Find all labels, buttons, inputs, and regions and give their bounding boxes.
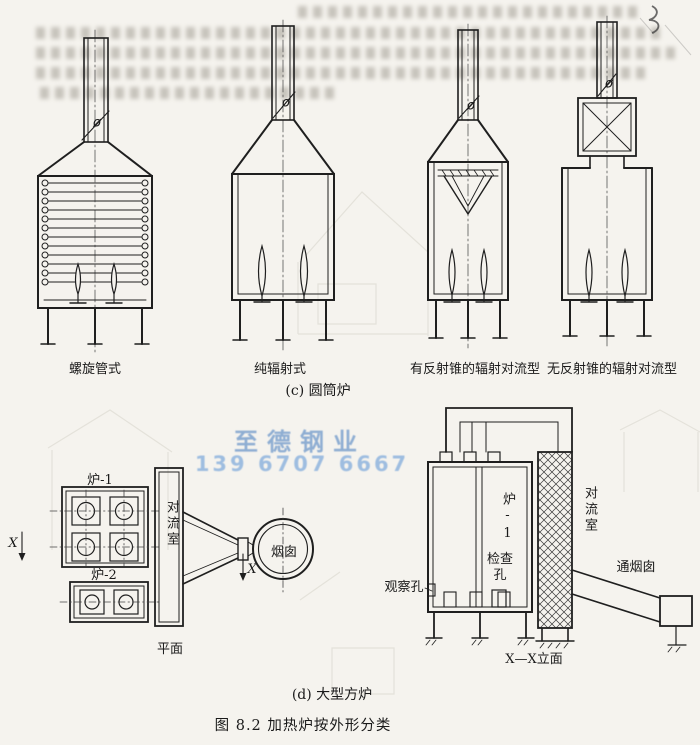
figure-caption: 图 8.2 加热炉按外形分类	[214, 718, 392, 734]
caption-large-box-furnace: (d) 大型方炉	[291, 687, 373, 703]
faded-print-line	[298, 6, 638, 18]
plan-furnace1-label: 炉-1	[87, 473, 113, 488]
watermark-brand: 至德钢业	[234, 428, 366, 456]
furnace-type-label: 螺旋管式	[68, 362, 122, 377]
faded-print-line	[40, 87, 340, 99]
pen-scribble	[639, 5, 692, 56]
elevation-to-chimney-label: 通烟囱	[616, 560, 656, 575]
elevation-view-label: X—X立面	[505, 652, 563, 667]
faded-print-line	[36, 67, 648, 79]
plan-convection-room-label: 对流室	[164, 500, 179, 548]
furnace-type-label: 无反射锥的辐射对流型	[546, 362, 678, 377]
elevation-inspection-hole-label: 检查孔	[486, 552, 513, 583]
furnace-no-cone-drawing	[561, 15, 653, 347]
elevation-convection-room-label: 对流室	[582, 486, 597, 534]
diameter-symbol: ø	[467, 98, 475, 114]
plan-section-marker-x: X	[247, 562, 257, 577]
diameter-symbol: ø	[282, 95, 290, 111]
elevation-furnace1-label: 炉-1	[500, 492, 515, 544]
furnace-type-label: 纯辐射式	[253, 362, 307, 377]
plan-furnace2-label: 炉-2	[91, 568, 117, 583]
faded-print-line	[36, 47, 676, 59]
diameter-symbol: ø	[93, 115, 101, 131]
furnace-spiral-drawing	[37, 29, 153, 353]
faded-print-line	[36, 27, 664, 39]
furnace-type-label: 有反射锥的辐射对流型	[409, 362, 541, 377]
furnace-cone-drawing	[427, 23, 509, 349]
diameter-symbol: ø	[605, 76, 613, 92]
elevation-view-drawing	[424, 407, 693, 653]
plan-view-drawing	[18, 467, 314, 627]
plan-chimney-label: 烟囱	[270, 545, 298, 560]
elevation-observation-hole-label: 观察孔	[384, 580, 424, 595]
plan-view-label: 平面	[156, 642, 184, 657]
furnace-radiant-drawing	[231, 19, 335, 351]
watermark-phone: 139 6707 6667	[194, 452, 410, 476]
caption-cylindrical-furnaces: (c) 圆筒炉	[285, 383, 351, 399]
plan-section-marker-x: X	[8, 536, 18, 551]
